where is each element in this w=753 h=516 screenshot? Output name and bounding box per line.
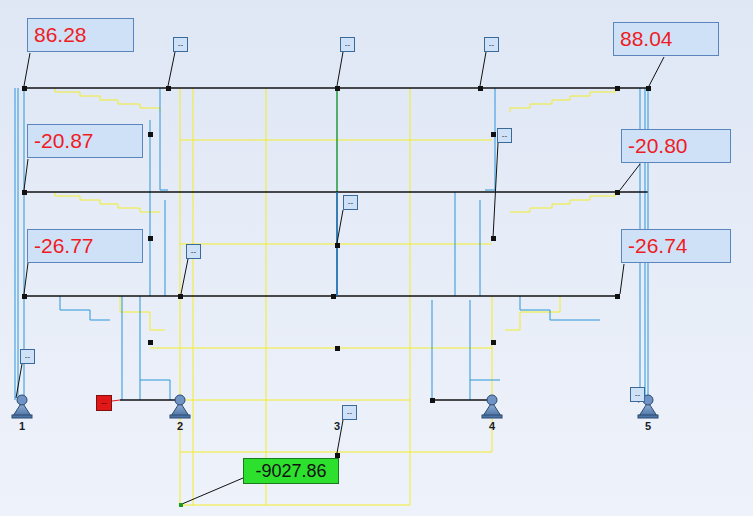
marker-box: --	[186, 244, 201, 259]
marker-box: --	[497, 128, 512, 143]
value-text: 88.04	[620, 27, 673, 51]
value-text: --	[178, 41, 183, 49]
reaction-box: -9027.86	[243, 458, 339, 484]
marker-box: --	[340, 37, 355, 52]
value-text: --	[635, 391, 640, 399]
marker-box: --	[173, 37, 188, 52]
value-text: --	[502, 132, 507, 140]
support-number: 3	[334, 420, 340, 432]
value-text: -20.80	[628, 134, 688, 158]
marker-box: --	[20, 349, 35, 364]
column-line	[336, 88, 338, 296]
support-number: 1	[19, 420, 25, 432]
value-text: --	[101, 399, 106, 407]
leader-lines	[16, 52, 664, 504]
value-text: -9027.86	[255, 461, 326, 482]
marker-box: --	[484, 37, 499, 52]
result-box: -26.74	[621, 229, 731, 263]
wall-lines	[15, 88, 645, 400]
support-number: 5	[645, 420, 651, 432]
selected-marker: --	[96, 395, 112, 411]
result-box: -20.80	[621, 129, 731, 163]
beam-lines	[24, 88, 648, 400]
result-box: 86.28	[27, 18, 134, 52]
value-text: -20.87	[34, 129, 94, 153]
result-box: -26.77	[27, 229, 143, 263]
value-text: -26.77	[34, 234, 94, 258]
value-text: --	[489, 41, 494, 49]
result-box: -20.87	[27, 124, 143, 158]
marker-box: --	[342, 405, 357, 420]
value-text: 86.28	[34, 23, 87, 47]
support-number: 4	[489, 420, 495, 432]
marker-box: --	[630, 387, 645, 402]
support-symbols	[12, 395, 658, 418]
value-text: --	[348, 199, 353, 207]
marker-box: --	[343, 195, 358, 210]
value-text: --	[25, 353, 30, 361]
value-text: --	[191, 248, 196, 256]
node-points	[22, 86, 651, 507]
value-text: --	[347, 409, 352, 417]
value-text: --	[345, 41, 350, 49]
value-text: -26.74	[628, 234, 688, 258]
result-box: 88.04	[613, 22, 719, 56]
support-number: 2	[177, 420, 183, 432]
